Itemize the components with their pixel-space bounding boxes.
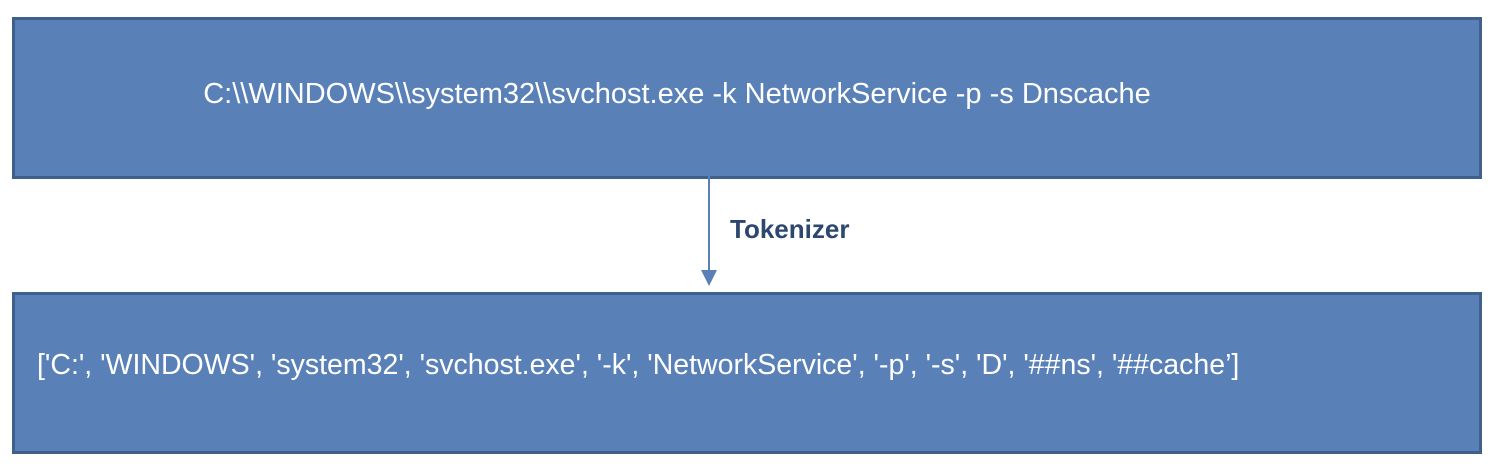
input-command-box: C:\\WINDOWS\\system32\\svchost.exe -k Ne… [12, 17, 1482, 179]
input-command-text: C:\\WINDOWS\\system32\\svchost.exe -k Ne… [203, 77, 1151, 110]
tokenizer-label: Tokenizer [730, 214, 850, 244]
arrow-head-icon [701, 270, 717, 286]
output-tokens-text: ['C:', 'WINDOWS', 'system32', 'svchost.e… [37, 348, 1240, 381]
output-tokens-box: ['C:', 'WINDOWS', 'system32', 'svchost.e… [12, 292, 1482, 454]
